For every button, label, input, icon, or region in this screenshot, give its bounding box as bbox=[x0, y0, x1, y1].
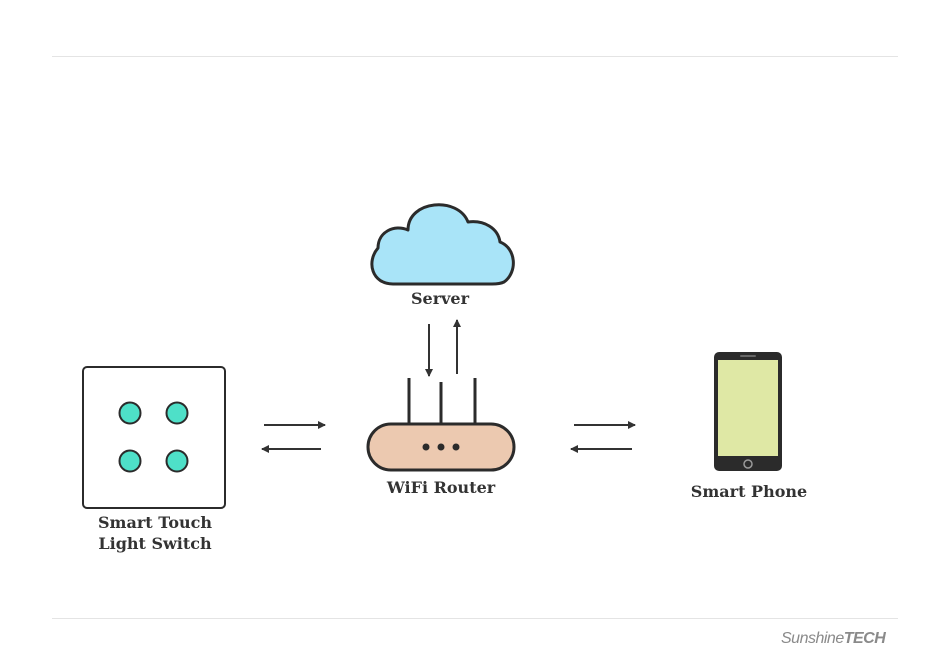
switch-label-line1: Smart Touch bbox=[85, 512, 225, 533]
brand-logo: SunshineTECH bbox=[781, 630, 885, 648]
smartphone-icon bbox=[714, 352, 782, 471]
light-switch-icon bbox=[83, 367, 225, 508]
router-icon bbox=[368, 378, 514, 470]
brand-part1: Sunshine bbox=[781, 630, 844, 647]
server-label: Server bbox=[380, 288, 500, 309]
phone-label: Smart Phone bbox=[684, 481, 814, 502]
router-label: WiFi Router bbox=[366, 477, 516, 498]
switch-label-line2: Light Switch bbox=[85, 533, 225, 554]
brand-part2: TECH bbox=[844, 630, 886, 647]
cloud-icon bbox=[372, 205, 513, 284]
